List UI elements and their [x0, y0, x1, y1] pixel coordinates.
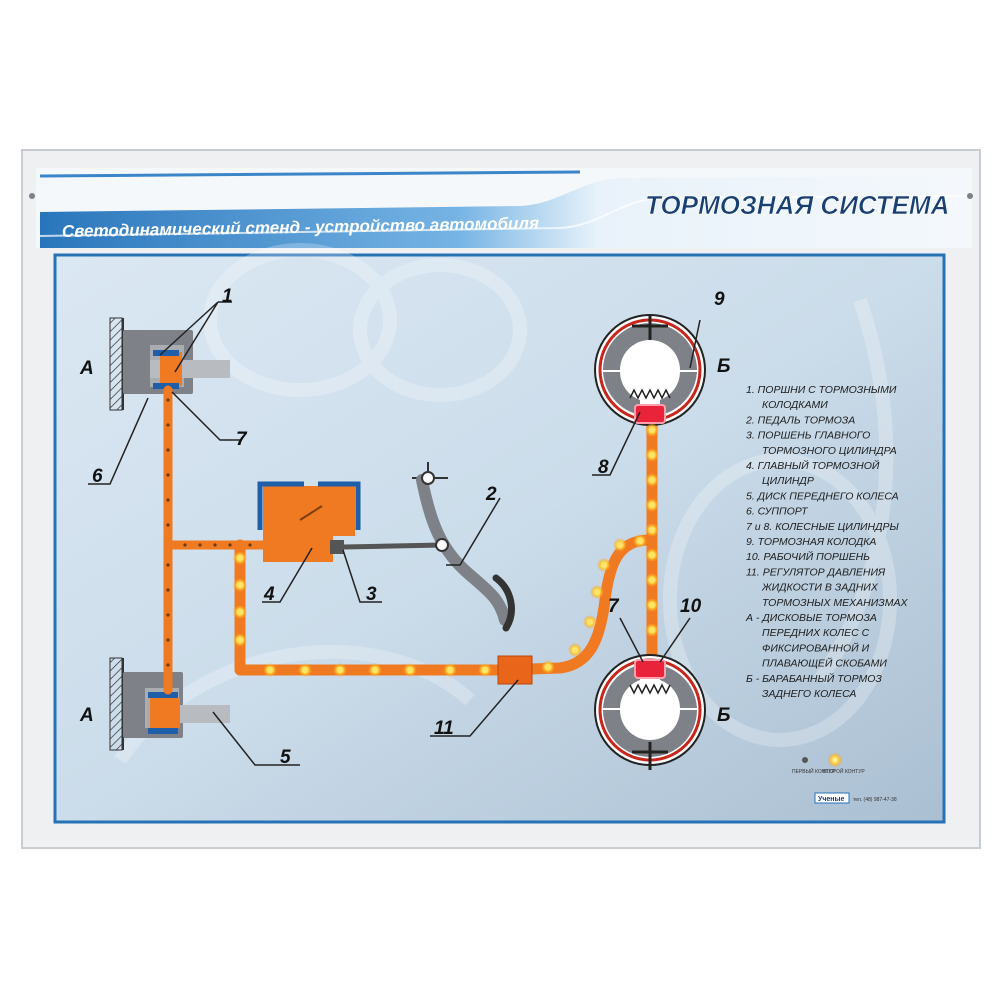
led [637, 538, 643, 544]
rear-drum-brake-top [595, 315, 705, 425]
rivet [166, 588, 169, 591]
pressure-regulator [498, 656, 532, 684]
legend-line: ЗАДНЕГО КОЛЕСА [762, 688, 856, 700]
legend-line: 9. ТОРМОЗНАЯ КОЛОДКА [746, 536, 876, 548]
cylinder-body [263, 530, 333, 562]
legend-line: ЦИЛИНДР [762, 475, 814, 487]
led [649, 427, 655, 433]
label-1: 1 [222, 286, 233, 307]
legend-line: Б - БАРАБАННЫЙ ТОРМОЗ [746, 672, 882, 685]
legend-line: ПЕРЕДНИХ КОЛЕС С [762, 627, 870, 639]
rivet [248, 543, 251, 546]
label-7-front: 7 [236, 429, 248, 450]
led [545, 664, 551, 670]
label-5: 5 [280, 747, 291, 768]
legend-line: ЖИДКОСТИ В ЗАДНИХ [761, 582, 879, 594]
hatched-mount-bottom [110, 658, 122, 750]
led [649, 452, 655, 458]
led [601, 562, 607, 568]
led [237, 609, 243, 615]
led [407, 667, 413, 673]
legend-line: КОЛОДКАМИ [762, 399, 828, 411]
label-a-bottom: А [79, 705, 94, 726]
label-7-rear: 7 [608, 596, 620, 617]
led [587, 619, 593, 625]
rivet [166, 613, 169, 616]
label-a-top: А [79, 358, 94, 379]
label-8: 8 [598, 457, 609, 478]
second-circuit-label: ВТОРОЙ КОНТУР [823, 767, 865, 775]
led [237, 637, 243, 643]
led [572, 647, 578, 653]
led [649, 577, 655, 583]
legend-line: 1. ПОРШНИ С ТОРМОЗНЫМИ [746, 384, 897, 396]
led [372, 667, 378, 673]
fluid-reservoir [263, 486, 355, 536]
legend-line: 4. ГЛАВНЫЙ ТОРМОЗНОЙ [746, 459, 880, 472]
legend-line: А - ДИСКОВЫЕ ТОРМОЗА [745, 612, 877, 624]
rivet [166, 473, 169, 476]
legend-line: 11. РЕГУЛЯТОР ДАВЛЕНИЯ [746, 566, 886, 578]
led [237, 582, 243, 588]
legend-line: ТОРМОЗНОГО ЦИЛИНДРА [762, 445, 897, 457]
poster-title: ТОРМОЗНАЯ СИСТЕМА [645, 190, 949, 220]
legend-line: ФИКСИРОВАННОЙ И [762, 641, 870, 654]
rivet [198, 543, 201, 546]
legend-line: ПЛАВАЮЩЕЙ СКОБАМИ [762, 657, 887, 670]
rivet [166, 523, 169, 526]
label-2: 2 [485, 484, 497, 505]
first-circuit-led [802, 757, 808, 763]
hatched-mount-top [110, 318, 122, 410]
rivet [213, 543, 216, 546]
label-10: 10 [680, 596, 702, 617]
led [649, 477, 655, 483]
led [302, 667, 308, 673]
led [649, 502, 655, 508]
rivet [183, 543, 186, 546]
led [649, 627, 655, 633]
rivet [166, 398, 169, 401]
label-9: 9 [714, 289, 725, 310]
led [237, 555, 243, 561]
legend-line: 2. ПЕДАЛЬ ТОРМОЗА [745, 414, 855, 426]
rivet [166, 448, 169, 451]
label-3: 3 [366, 584, 377, 605]
legend-line: 10. РАБОЧИЙ ПОРШЕНЬ [746, 550, 870, 563]
led [594, 589, 600, 595]
legend-line: ТОРМОЗНЫХ МЕХАНИЗМАХ [762, 597, 908, 609]
master-piston [330, 540, 344, 554]
rivet [166, 638, 169, 641]
led [649, 552, 655, 558]
rivet [166, 663, 169, 666]
led [482, 667, 488, 673]
legend-line: 5. ДИСК ПЕРЕДНЕГО КОЛЕСА [746, 490, 899, 502]
label-b-top: Б [717, 356, 730, 377]
led [617, 542, 623, 548]
led [649, 602, 655, 608]
rivet [166, 498, 169, 501]
label-4: 4 [263, 584, 275, 605]
label-6: 6 [92, 466, 103, 487]
led [649, 527, 655, 533]
label-11: 11 [434, 718, 454, 739]
legend-line: 3. ПОРШЕНЬ ГЛАВНОГО [746, 430, 870, 442]
led [337, 667, 343, 673]
legend-line: 6. СУППОРТ [746, 506, 809, 518]
pushrod [344, 545, 442, 547]
footer-phone: тел. (48) 987-47-38 [853, 797, 897, 803]
rivet [166, 563, 169, 566]
led [267, 667, 273, 673]
footer-brand: Ученые [818, 796, 845, 803]
rivet [228, 543, 231, 546]
wheel-cylinder-7-rear [635, 660, 665, 678]
rivet [166, 423, 169, 426]
label-b-bottom: Б [717, 705, 730, 726]
led [447, 667, 453, 673]
legend-line: 7 и 8. КОЛЕСНЫЕ ЦИЛИНДРЫ [746, 521, 900, 533]
